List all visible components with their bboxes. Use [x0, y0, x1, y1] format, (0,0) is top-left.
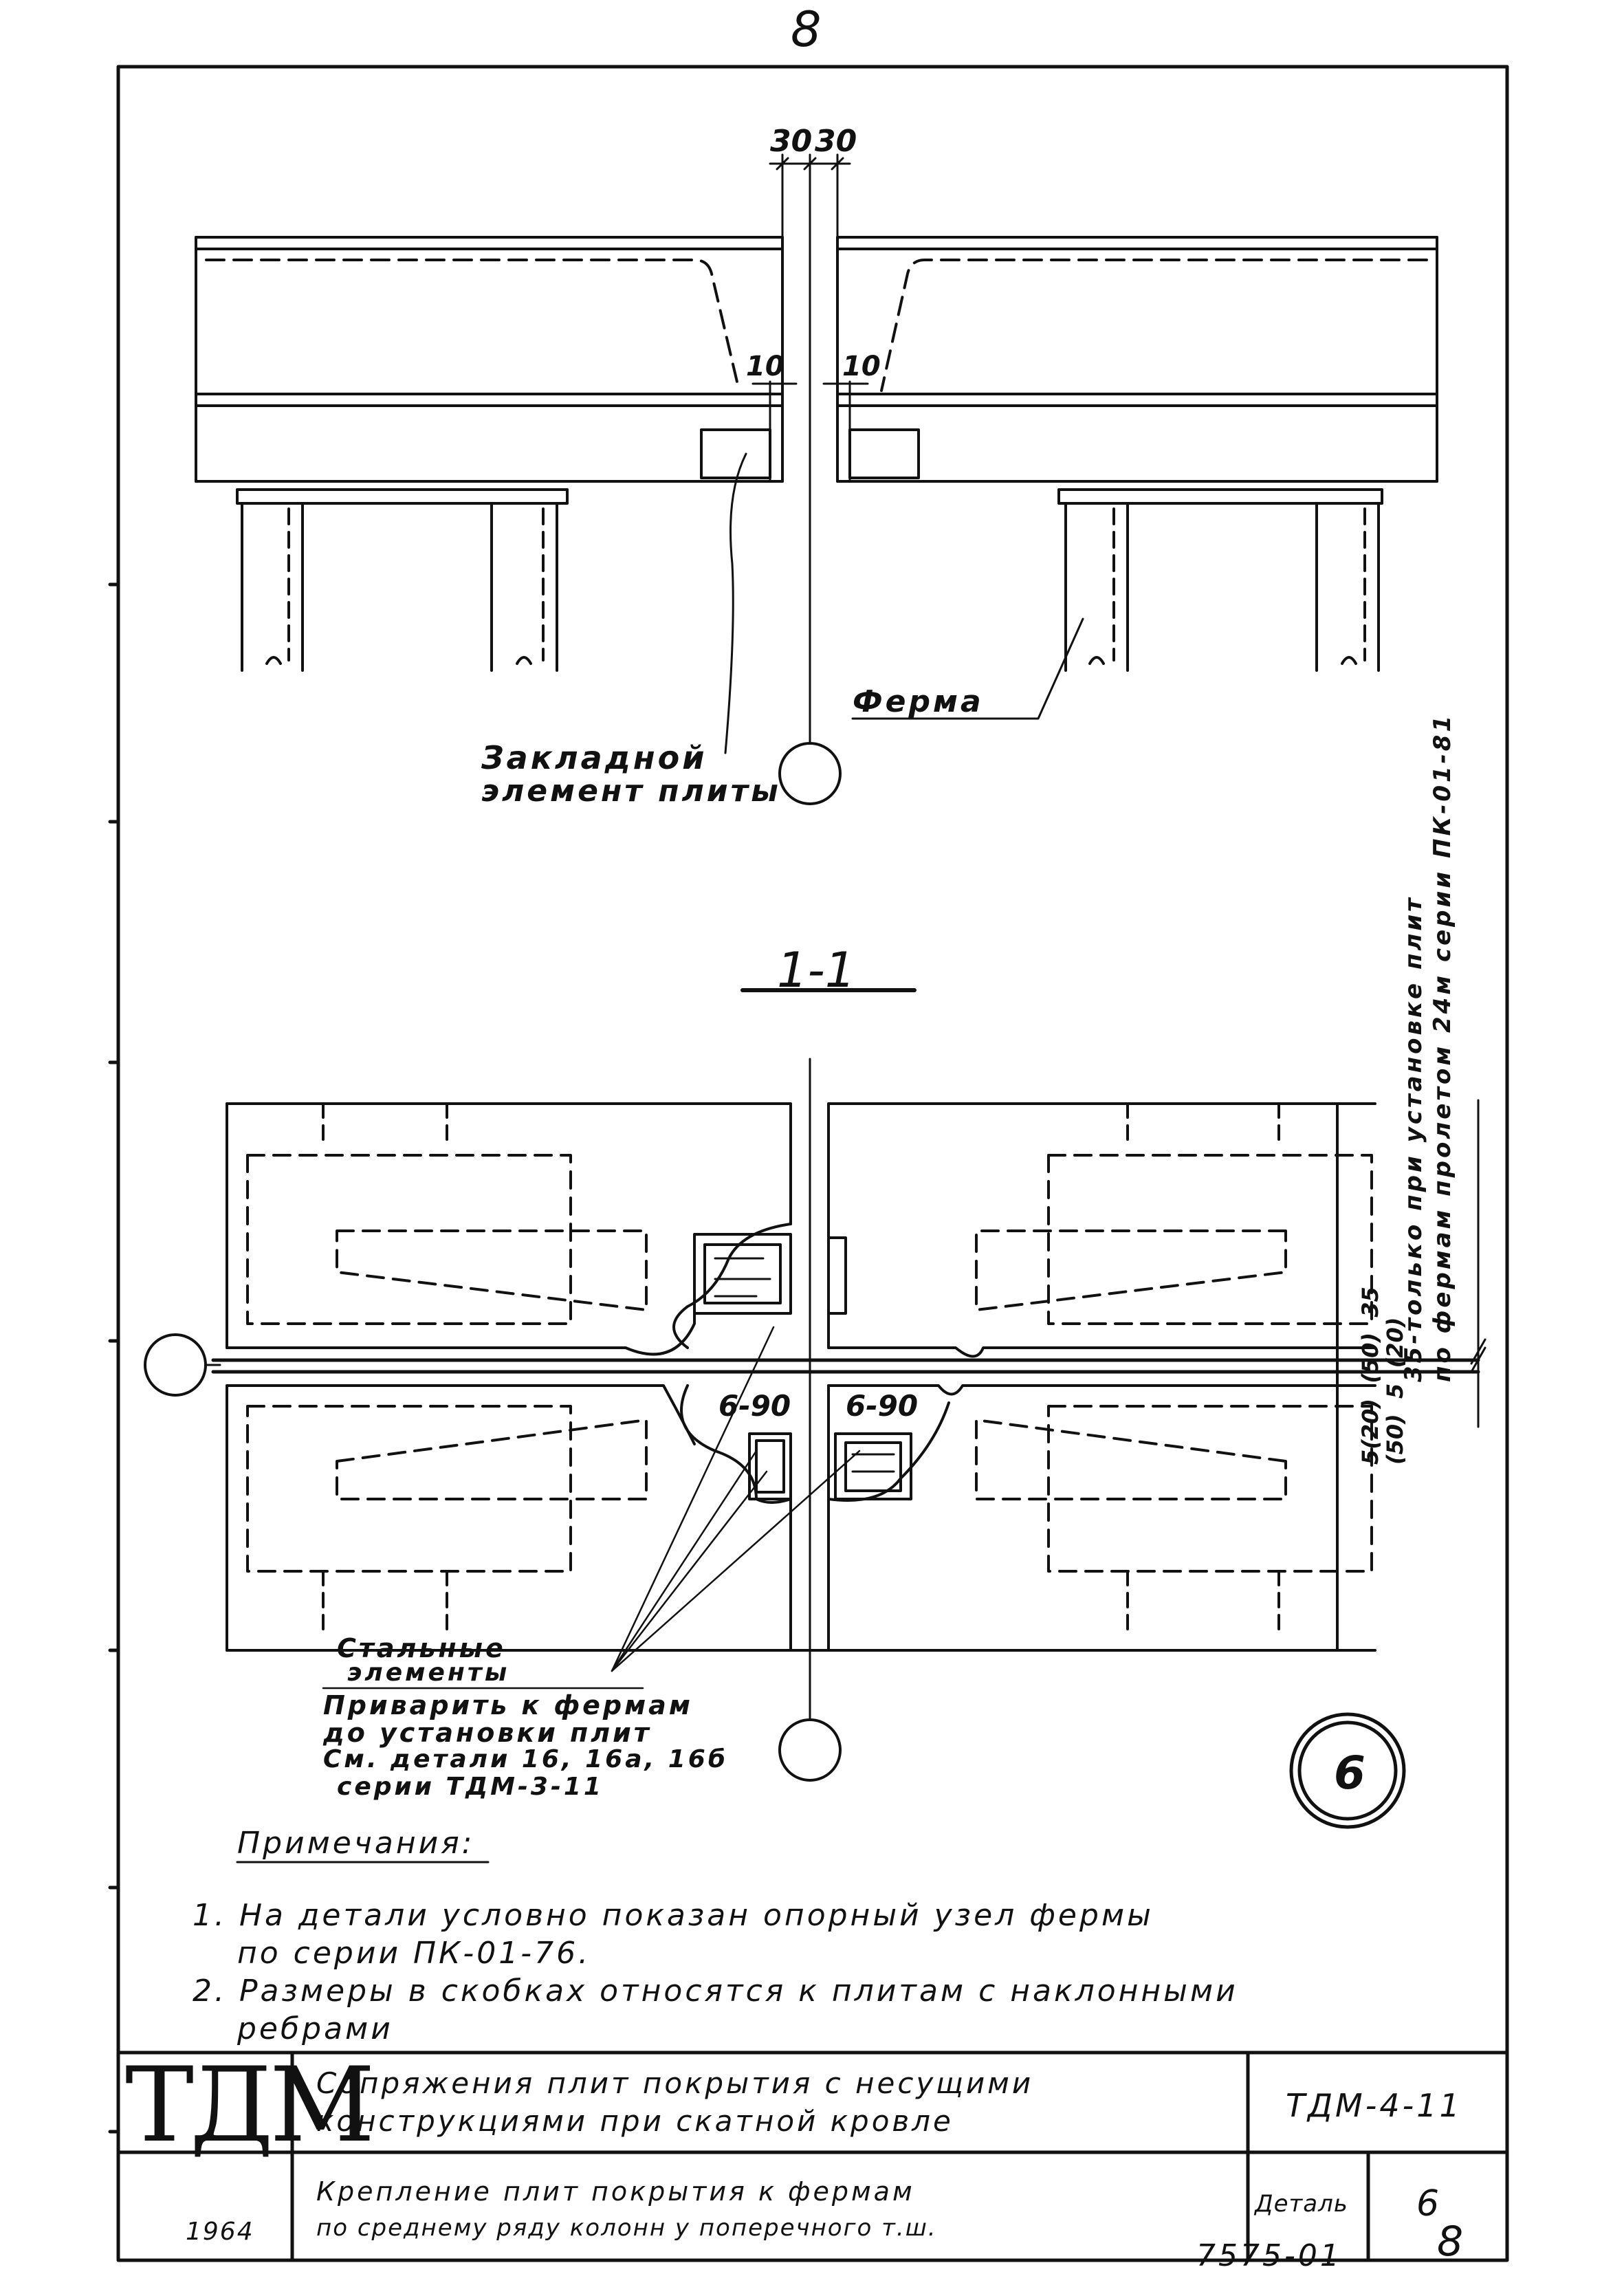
notes-heading: Примечания: [237, 1826, 475, 1861]
steel-element-upper [693, 1233, 792, 1315]
sheet-frame [116, 65, 1509, 2262]
slab-right [836, 236, 1438, 483]
dim-30-30 [769, 157, 851, 171]
logo-tdm: ТДМ [125, 2046, 375, 2165]
leaders-steel [322, 1326, 861, 1690]
axis-marker-top [778, 742, 842, 805]
vertical-note-line1: 35-только при установке плит [1400, 895, 1427, 1382]
elevation-view [195, 153, 1438, 805]
dim-right-5: 5 [1382, 1383, 1408, 1399]
axis-marker-left [144, 1333, 207, 1397]
dim-30-right-text: 30 [815, 124, 857, 159]
dim-right [1470, 1099, 1486, 1428]
truss-chord-left [236, 488, 569, 505]
vertical-note: 35-только при установке плит по фермам п… [1399, 713, 1457, 1382]
label-truss: Ферма [853, 684, 984, 719]
dim-right-4: (50) [1382, 1414, 1408, 1465]
dim-10-right-text: 10 [842, 351, 881, 382]
dim-30-left-text: 30 [770, 124, 813, 159]
section-title: 1-1 [777, 942, 856, 998]
steel-element-lower-right [834, 1432, 912, 1500]
title-line1: Сопряжения плит покрытия с несущими [316, 2066, 1034, 2100]
truss-chord-right [1057, 488, 1383, 505]
dim-right-6: (20) [1382, 1317, 1408, 1368]
plan-slab-lower [226, 1102, 1376, 1652]
dim-right-3: 35 [1357, 1287, 1383, 1318]
dim-6-90-left: 6-90 [718, 1389, 791, 1423]
page-number-bottom: 8 [1437, 2218, 1464, 2266]
dim-right-2: (50) [1357, 1332, 1383, 1384]
note-1-line2: по серии ПК-01-76. [237, 1936, 591, 1971]
axis-marker-bottom [778, 1718, 842, 1782]
detail-marker-number: 6 [1334, 1747, 1365, 1800]
weld-note-line2: до установки плит [323, 1718, 652, 1748]
embedded-plate-left [700, 428, 771, 479]
title-line2: конструкциями при скатной кровле [316, 2104, 954, 2138]
dim-right-1: 5(20) [1357, 1398, 1383, 1465]
title-block [116, 2051, 1509, 2262]
note-2-line1: 2. Размеры в скобках относятся к плитам … [193, 1974, 1238, 2009]
note-2-line2: ребрами [237, 2011, 393, 2046]
detail-label: Деталь [1255, 2190, 1348, 2218]
weld-note-line4: серии ТДМ-3-11 [337, 1773, 604, 1801]
series-code: ТДМ-4-11 [1286, 2087, 1462, 2124]
vertical-note-line2: по фермам пролетом 24м серии ПК-01-81 [1429, 712, 1456, 1382]
detail-number: 6 [1416, 2183, 1442, 2224]
slab-left [195, 236, 784, 483]
plan-slab-upper [226, 1102, 1376, 1358]
year: 1964 [186, 2218, 254, 2246]
frame-ticks [108, 582, 120, 2134]
label-embedded-line2: элемент плиты [481, 774, 781, 809]
steel-elements-line1: Стальные [337, 1633, 506, 1663]
embedded-plate-right [848, 428, 920, 479]
sub-line1: Крепление плит покрытия к фермам [316, 2176, 915, 2207]
break-line-node [672, 1223, 792, 1504]
sub-line2: по среднему ряду колонн у поперечного т.… [316, 2214, 937, 2242]
dim-6-90-right: 6-90 [846, 1389, 919, 1423]
dim-10-left-text: 10 [746, 351, 784, 382]
leader-truss [975, 617, 1084, 720]
truss-posts [241, 502, 1380, 672]
steel-element-lower-left [748, 1432, 792, 1500]
right-dims: 5(20) (50) 35 (50) 5 (20) [1357, 1287, 1408, 1465]
page-number-top: 8 [791, 1, 824, 58]
note-1-line1: 1. На детали условно показан опорный узе… [193, 1898, 1154, 1933]
archive-number: 7575-01 [1196, 2238, 1342, 2273]
label-embedded-line1: Закладной [481, 739, 707, 776]
section-view [144, 988, 1486, 1863]
detail-marker-inner [1297, 1720, 1398, 1821]
steel-element-right-upper [827, 1236, 847, 1315]
weld-note-line1: Приварить к фермам [323, 1690, 693, 1720]
steel-elements-line2: элементы [347, 1659, 510, 1687]
detail-marker-outer [1289, 1712, 1406, 1829]
weld-note-line3: См. детали 16, 16а, 16б [323, 1745, 728, 1773]
leader-embedded [724, 452, 747, 754]
plan-truss-chord [211, 1358, 1480, 1374]
